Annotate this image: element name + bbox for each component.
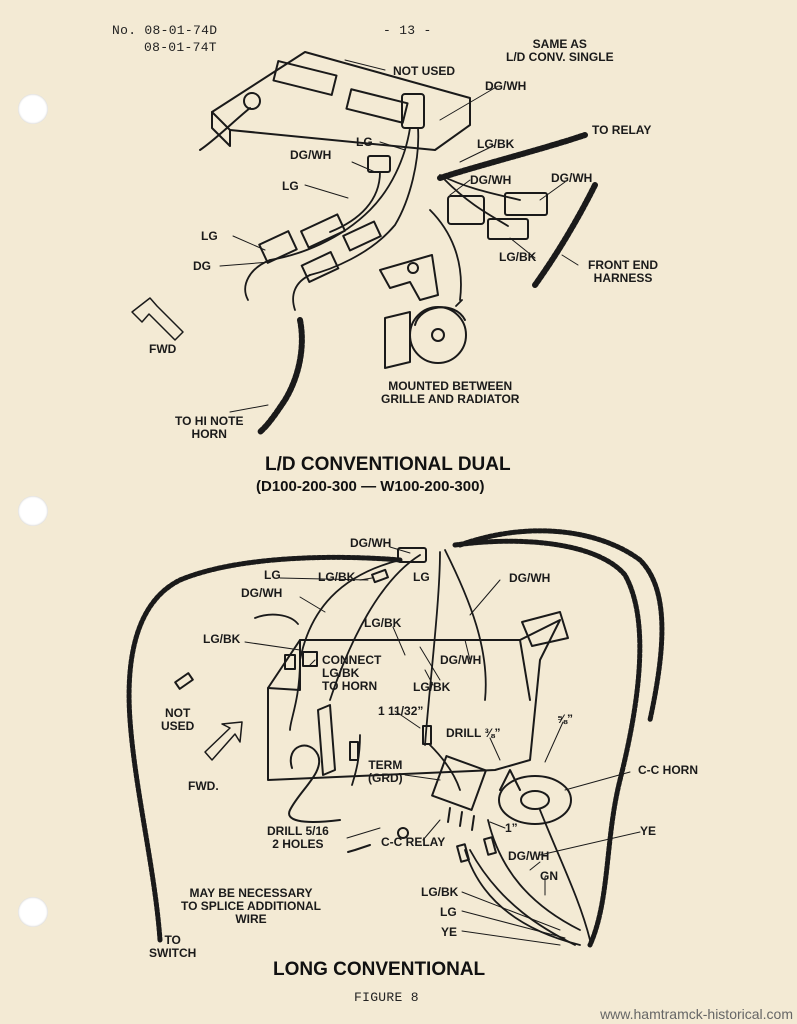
- label-connect-lgbk-to-horn: CONNECT LG/BK TO HORN: [322, 653, 382, 693]
- binder-hole-middle: [18, 496, 48, 526]
- fwd-arrow-top: [131, 297, 184, 341]
- label-dg-wh-bottom-5: DG/WH: [508, 849, 550, 863]
- label-not-used-bottom: NOT USED: [161, 706, 195, 733]
- doc-number-line2: 08-01-74T: [144, 40, 217, 55]
- label-cc-relay: C-C RELAY: [381, 835, 446, 849]
- top-diagram-title: L/D CONVENTIONAL DUAL: [265, 454, 511, 475]
- bottom-leaders: [244, 546, 641, 946]
- grille-support-box: [199, 51, 471, 151]
- label-front-end-harness: FRONT END HARNESS: [588, 258, 658, 285]
- label-dg-top: DG: [193, 259, 211, 273]
- label-dg-wh-bottom-1: DG/WH: [350, 536, 392, 550]
- figure-caption: FIGURE 8: [354, 990, 419, 1005]
- label-not-used-top: NOT USED: [393, 64, 456, 78]
- label-lg-bk-bottom-1: LG/BK: [318, 570, 356, 584]
- label-cc-horn: C-C HORN: [638, 763, 698, 777]
- label-to-relay: TO RELAY: [592, 123, 652, 137]
- label-lg-bk-bottom-3: LG/BK: [203, 632, 241, 646]
- label-dg-wh-top-3: DG/WH: [470, 173, 512, 187]
- label-lg-bk-bottom-5: LG/BK: [421, 885, 459, 899]
- binder-hole-top: [18, 94, 48, 124]
- label-dg-wh-bottom-2: DG/WH: [509, 571, 551, 585]
- label-lg-bk-bottom-4: LG/BK: [413, 680, 451, 694]
- top-wires: [244, 127, 521, 311]
- label-lg-top-2: LG: [282, 179, 299, 193]
- label-ye-bottom-2: YE: [441, 925, 458, 939]
- fwd-arrow-bottom: [204, 721, 243, 761]
- label-lg-bk-top-2: LG/BK: [499, 250, 537, 264]
- label-dg-wh-bottom-3: DG/WH: [241, 586, 283, 600]
- label-mounted-between: MOUNTED BETWEEN GRILLE AND RADIATOR: [381, 379, 520, 406]
- bottom-cc-relay: [347, 755, 487, 853]
- label-lg-bk-top-1: LG/BK: [477, 137, 515, 151]
- watermark: www.hamtramck-historical.com: [600, 1006, 793, 1022]
- label-may-be-necessary: MAY BE NECESSARY TO SPLICE ADDITIONAL WI…: [181, 886, 322, 926]
- label-dim-1in: 1”: [505, 821, 518, 835]
- top-connectors: [258, 93, 548, 283]
- label-lg-top-1: LG: [356, 135, 373, 149]
- top-diagram-subtitle: (D100-200-300 — W100-200-300): [256, 478, 485, 495]
- label-term-grd: TERM (GRD): [368, 758, 403, 785]
- label-lg-bottom-2: LG: [413, 570, 430, 584]
- bottom-cc-horn: [498, 769, 572, 825]
- top-leaders: [219, 59, 579, 413]
- label-same-as: SAME AS L/D CONV. SINGLE: [506, 37, 614, 64]
- label-lg-top-3: LG: [201, 229, 218, 243]
- label-ye-bottom-1: YE: [640, 824, 657, 838]
- label-dg-wh-top-1: DG/WH: [485, 79, 527, 93]
- label-gn: GN: [540, 869, 558, 883]
- label-lg-bottom-3: LG: [440, 905, 457, 919]
- bottom-horn-left: [288, 704, 341, 823]
- page-number: - 13 -: [383, 23, 432, 38]
- label-dim-5-8: ⅝”: [557, 712, 574, 726]
- top-horn-bracket: [379, 254, 467, 369]
- doc-number-line1: No. 08-01-74D: [112, 23, 218, 38]
- label-dg-wh-bottom-4: DG/WH: [440, 653, 482, 667]
- bottom-connectors: [174, 547, 497, 863]
- label-to-hi-note-horn: TO HI NOTE HORN: [175, 414, 244, 441]
- label-to-switch: TO SWITCH: [149, 933, 197, 960]
- label-drill-5-16: DRILL 5/16 2 HOLES: [267, 824, 329, 851]
- label-lg-bk-bottom-2: LG/BK: [364, 616, 402, 630]
- bottom-panel: [267, 611, 569, 781]
- binder-hole-bottom: [18, 897, 48, 927]
- label-drill-3-8: DRILL ⅜”: [446, 726, 501, 740]
- label-lg-bottom-1: LG: [264, 568, 281, 582]
- bottom-diagram-title: LONG CONVENTIONAL: [273, 959, 486, 980]
- label-fwd-bottom: FWD.: [188, 779, 219, 793]
- bottom-wires: [254, 549, 591, 946]
- label-dim-1-11-32: 1 11/32”: [378, 704, 424, 718]
- label-fwd-top: FWD: [149, 342, 177, 356]
- label-dg-wh-top-2: DG/WH: [290, 148, 332, 162]
- bottom-loom: [126, 528, 665, 948]
- top-loom: [257, 132, 598, 435]
- label-dg-wh-top-4: DG/WH: [551, 171, 593, 185]
